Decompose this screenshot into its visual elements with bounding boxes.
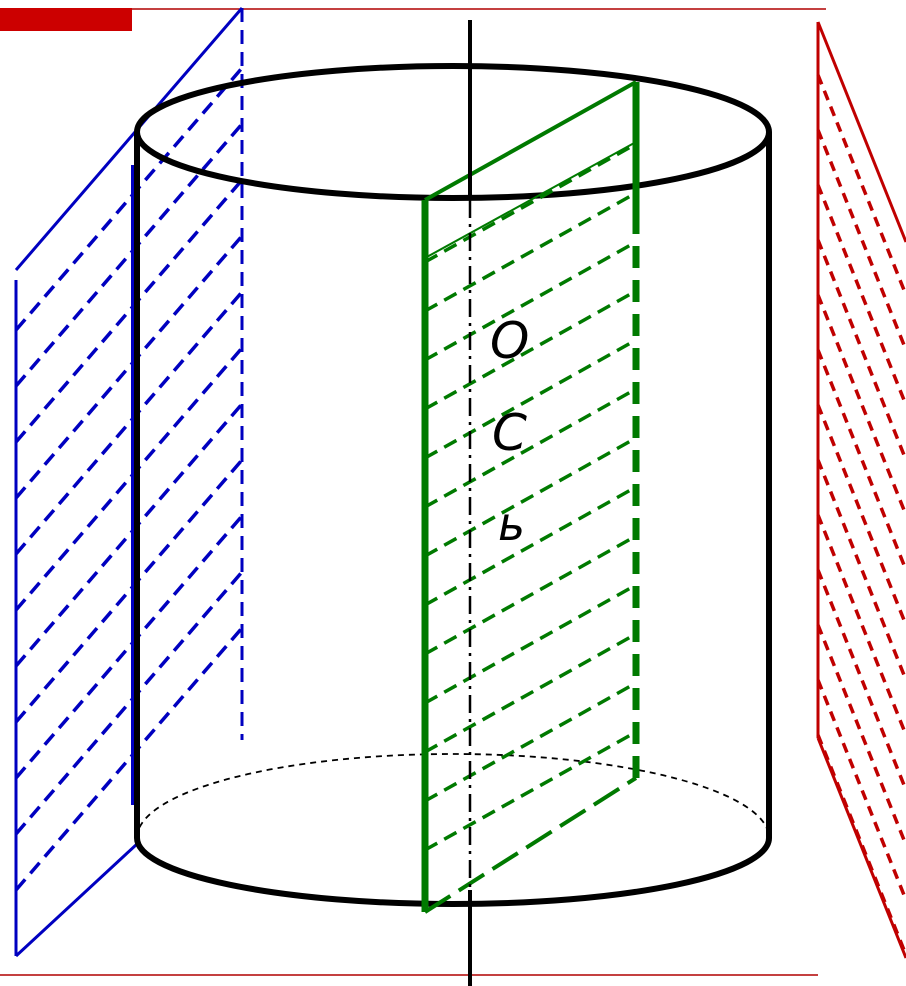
- red-hatch-line: [816, 679, 906, 901]
- red-hatch-line: [816, 74, 906, 296]
- cylinder-bottom-hidden-arc: [136, 753, 770, 839]
- green-hatch-line: [424, 191, 637, 313]
- right-plane-hatching: [816, 74, 906, 956]
- section-bottom-edge: [423, 776, 638, 914]
- blue-hatch-line: [14, 122, 244, 388]
- green-hatch-line: [424, 730, 637, 852]
- right-plane-top-edge: [816, 21, 906, 243]
- accent-bar: [0, 8, 132, 31]
- red-hatch-line: [816, 404, 906, 626]
- green-hatch-line: [424, 681, 637, 803]
- blue-hatch-line: [14, 178, 244, 444]
- axis-top-label: O: [490, 312, 529, 370]
- left-tangent-plane: [14, 7, 244, 958]
- green-hatch-line: [424, 436, 637, 558]
- green-hatch-line: [424, 485, 637, 607]
- blue-hatch-line: [14, 346, 244, 612]
- section-top-edge: [424, 80, 637, 202]
- red-hatch-line: [816, 349, 906, 571]
- left-plane-bottom-edge: [14, 842, 139, 958]
- axis-middle-label: C: [492, 404, 527, 462]
- blue-hatch-line: [14, 290, 244, 556]
- red-hatch-line: [816, 129, 906, 351]
- green-hatch-line: [424, 142, 637, 264]
- blue-hatch-line: [14, 570, 244, 836]
- green-hatch-line: [424, 583, 637, 705]
- red-hatch-line: [816, 239, 906, 461]
- red-hatch-line: [816, 734, 906, 956]
- green-hatch-line: [424, 289, 637, 411]
- axial-section-hatching: [424, 142, 637, 852]
- red-hatch-line: [816, 184, 906, 406]
- green-hatch-line: [424, 338, 637, 460]
- red-hatch-line: [816, 569, 906, 791]
- cylinder: [134, 63, 772, 907]
- green-hatch-line: [424, 534, 637, 656]
- red-hatch-line: [816, 459, 906, 681]
- green-hatch-line: [424, 387, 637, 509]
- blue-hatch-line: [14, 458, 244, 724]
- cylinder-top-base: [134, 63, 772, 201]
- blue-hatch-line: [14, 514, 244, 780]
- blue-hatch-line: [14, 626, 244, 892]
- cylinder-bottom-front-arc: [134, 837, 772, 907]
- axis-bottom-label: ь: [498, 497, 525, 551]
- red-hatch-line: [816, 514, 906, 736]
- section-top-inner-line: [424, 141, 637, 259]
- green-hatch-line: [424, 632, 637, 754]
- blue-hatch-line: [14, 402, 244, 668]
- red-hatch-line: [816, 294, 906, 516]
- left-plane-top-edge: [14, 7, 244, 271]
- left-plane-hatching: [14, 66, 244, 892]
- right-plane: [816, 21, 906, 959]
- green-hatch-line: [424, 240, 637, 362]
- blue-hatch-line: [14, 234, 244, 500]
- blue-hatch-line: [14, 66, 244, 332]
- axial-section: [421, 80, 640, 914]
- red-hatch-line: [816, 624, 906, 846]
